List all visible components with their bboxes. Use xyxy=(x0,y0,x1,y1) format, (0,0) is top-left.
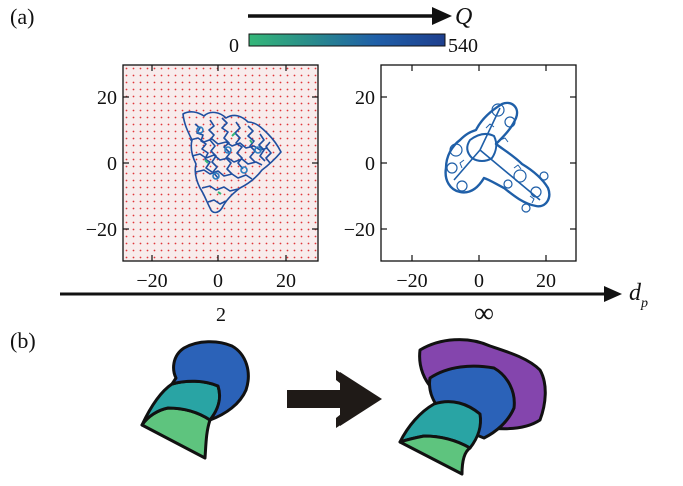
left-shape-blue xyxy=(170,340,250,422)
left-shape xyxy=(140,340,250,460)
panel-a-label: (a) xyxy=(10,4,34,29)
q-label: Q xyxy=(455,4,472,30)
right-plot-background xyxy=(381,65,576,261)
left-plot-trace xyxy=(182,111,282,214)
left-plot: −20 0 20 20 0 −20 xyxy=(86,64,319,292)
right-xtick-1: −20 xyxy=(396,270,427,292)
right-shape xyxy=(398,338,547,476)
left-xtick-2: 0 xyxy=(213,270,223,292)
left-ytick-3: −20 xyxy=(86,219,117,241)
right-xtick-2: 0 xyxy=(474,270,484,292)
left-xtick-3: 20 xyxy=(276,270,296,292)
left-dp-value: 2 xyxy=(216,304,226,326)
dp-arrow xyxy=(60,286,622,302)
left-ytick-1: 20 xyxy=(97,87,117,109)
right-shape-green xyxy=(398,434,472,476)
left-xtick-1: −20 xyxy=(136,270,167,292)
colorbar-min-label: 0 xyxy=(229,35,239,57)
right-plot: −20 0 20 20 0 −20 xyxy=(344,64,577,292)
dp-label: dp xyxy=(629,280,648,311)
left-plot-background xyxy=(123,65,318,261)
right-xtick-3: 20 xyxy=(536,270,556,292)
transform-arrow xyxy=(287,370,382,428)
colorbar-max-label: 540 xyxy=(448,35,478,57)
right-ytick-3: −20 xyxy=(344,219,375,241)
panel-b-label: (b) xyxy=(10,328,36,353)
right-plot-trace xyxy=(444,101,551,213)
q-arrow xyxy=(248,7,452,25)
colorbar xyxy=(248,33,446,47)
right-ytick-1: 20 xyxy=(355,87,375,109)
left-ytick-2: 0 xyxy=(107,153,117,175)
right-dp-value: ∞ xyxy=(474,298,494,329)
right-ytick-2: 0 xyxy=(365,153,375,175)
